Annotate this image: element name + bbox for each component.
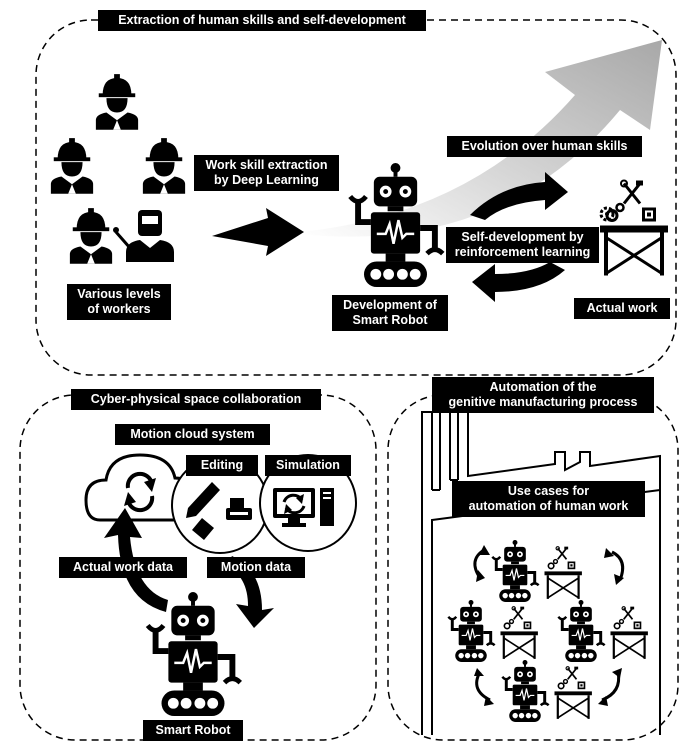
extraction-arrow	[212, 208, 304, 256]
computer-icon	[273, 488, 334, 527]
factory-workbench-icon	[609, 605, 650, 660]
simulation-label: Simulation	[265, 455, 351, 476]
worker-icon	[142, 138, 186, 194]
factory-robot-icon	[556, 600, 606, 664]
development-label: Development of Smart Robot	[332, 295, 448, 331]
motion-cloud-label: Motion cloud system	[115, 424, 270, 445]
actual-work-data-arrow	[104, 508, 168, 612]
worker-icon	[50, 138, 94, 194]
growth-arrow	[300, 40, 662, 237]
cycle-arrow-forward	[470, 172, 568, 220]
pencil-icon	[186, 482, 220, 518]
use-cases-label: Use cases for automation of human work	[452, 481, 645, 517]
sync-icon	[124, 471, 156, 513]
actual-work-data-label: Actual work data	[59, 557, 187, 578]
factory-arrowheads	[474, 545, 624, 706]
worker-icon	[95, 74, 139, 130]
factory-robot-icon	[500, 660, 550, 724]
factory-workbench-icon	[553, 665, 594, 720]
cycle-arrow-back	[472, 262, 565, 302]
workbench-icon	[600, 181, 668, 276]
worker-icon	[69, 208, 113, 264]
workers-group	[50, 74, 186, 264]
workers-label: Various levels of workers	[67, 284, 171, 320]
factory-workbench-icon	[499, 605, 540, 660]
top-panel-title: Extraction of human skills and self-deve…	[98, 10, 426, 31]
actual-work-label: Actual work	[574, 298, 670, 319]
gear-icon	[599, 206, 615, 222]
factory-outline	[421, 411, 661, 735]
factory-robot-icon	[490, 540, 540, 604]
factory-robot-icon	[446, 600, 496, 664]
motion-data-label: Motion data	[207, 557, 305, 578]
self-development-label: Self-development by reinforcement learni…	[446, 227, 599, 263]
smart-robot-label: Smart Robot	[143, 720, 243, 741]
bottom-left-panel-title: Cyber-physical space collaboration	[71, 389, 321, 410]
evolution-label: Evolution over human skills	[447, 136, 642, 157]
welder-icon	[113, 210, 174, 262]
eraser-icon	[192, 518, 214, 540]
editing-label: Editing	[186, 455, 258, 476]
typewriter-icon	[226, 498, 252, 520]
factory-workbench-icon	[543, 545, 584, 600]
bottom-right-panel-title: Automation of the genitive manufacturing…	[432, 377, 654, 413]
skill-extraction-label: Work skill extraction by Deep Learning	[194, 155, 339, 191]
